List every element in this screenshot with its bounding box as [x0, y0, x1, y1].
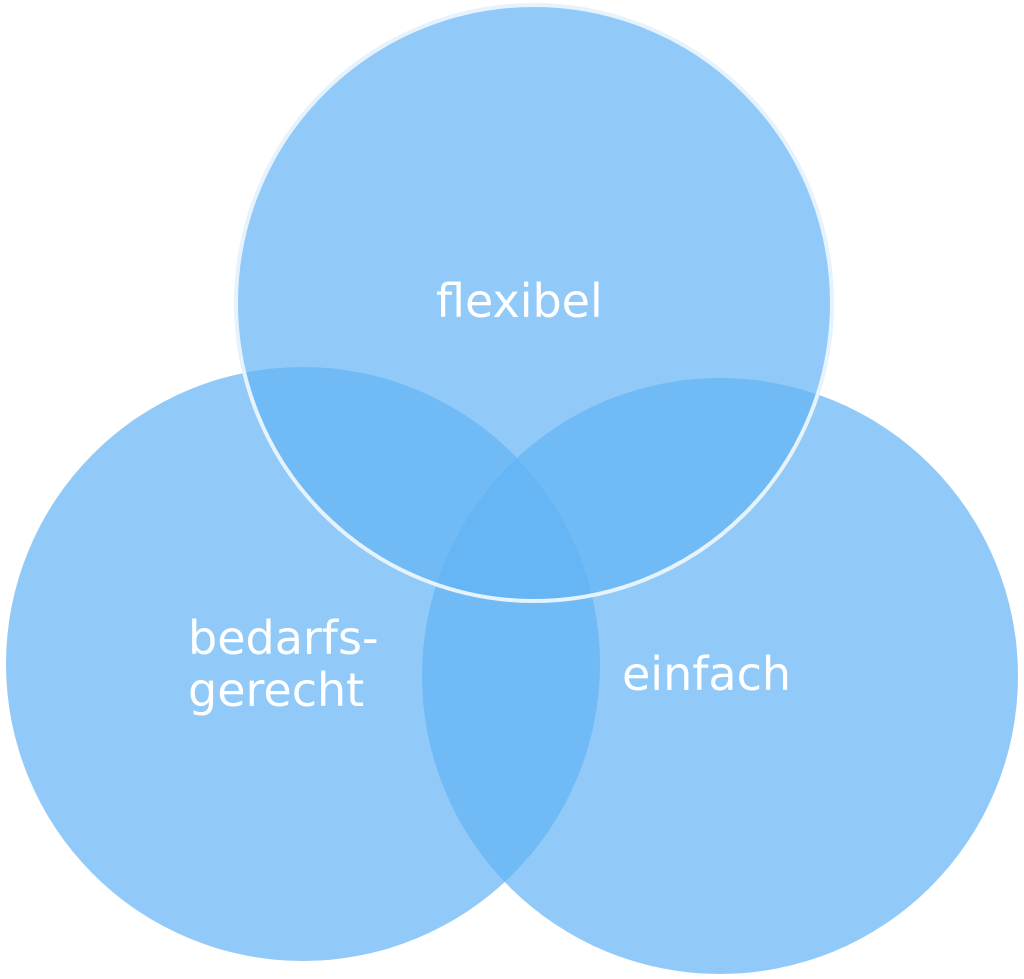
circle-flexibel — [234, 3, 834, 603]
label-bedarfsgerecht-line-2: gerecht — [188, 663, 364, 717]
circles-layer — [6, 3, 1018, 974]
label-bedarfsgerecht: bedarfs- gerecht — [188, 611, 393, 717]
label-flexibel: flexibel — [436, 274, 603, 328]
label-einfach: einfach — [622, 647, 791, 701]
label-bedarfsgerecht-line-1: bedarfs- — [188, 611, 379, 665]
